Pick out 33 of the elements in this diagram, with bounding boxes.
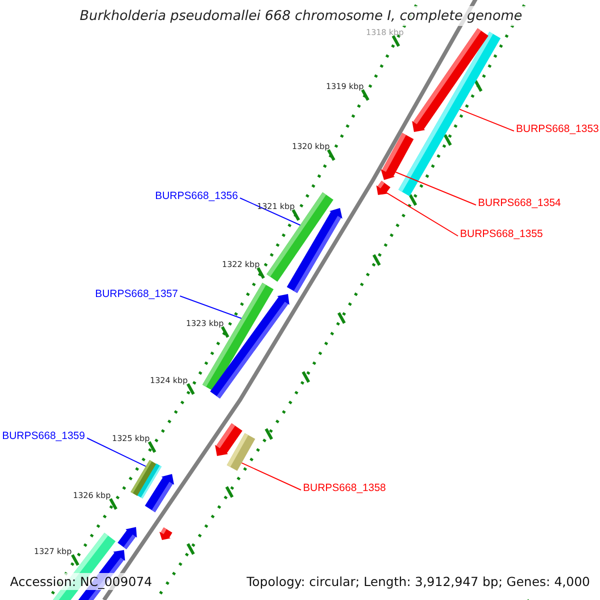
gene-feature (118, 527, 137, 550)
scale-label: 1327 kbp (34, 547, 72, 556)
info-text: Accession: NC_009074 (8, 573, 154, 590)
leader-line (240, 198, 301, 226)
gene-feature (412, 28, 488, 132)
gene-label: BURPS668_1354 (478, 196, 561, 210)
gene-feature (376, 180, 390, 195)
gene-feature (159, 527, 172, 540)
scale-label: 1318 kbp (366, 28, 404, 37)
gene-feature (215, 423, 242, 456)
leader-line (86, 438, 146, 467)
gene-feature (144, 474, 174, 512)
gene-feature (380, 132, 414, 180)
leader-line (241, 462, 302, 490)
scale-label: 1322 kbp (222, 260, 260, 269)
scale-label: 1323 kbp (186, 319, 224, 328)
gene-label: BURPS668_1357 (95, 287, 178, 301)
gene-label: BURPS668_1358 (303, 481, 386, 495)
gene-label: BURPS668_1359 (2, 429, 85, 443)
gene-label: BURPS668_1355 (460, 227, 543, 241)
gene-label: BURPS668_1353 (516, 122, 599, 136)
gene-feature (210, 294, 290, 398)
gene-label: BURPS668_1356 (155, 189, 238, 203)
scale-label: 1325 kbp (112, 434, 150, 443)
scale-label: 1319 kbp (326, 82, 364, 91)
scale-label: 1326 kbp (73, 491, 111, 500)
leader-line (386, 192, 458, 236)
leader-line (180, 296, 242, 319)
leader-line (459, 108, 514, 132)
scale-label: 1321 kbp (257, 202, 295, 211)
scale-label: 1320 kbp (292, 142, 330, 151)
leader-line (395, 172, 476, 206)
scale-label: 1324 kbp (150, 376, 188, 385)
